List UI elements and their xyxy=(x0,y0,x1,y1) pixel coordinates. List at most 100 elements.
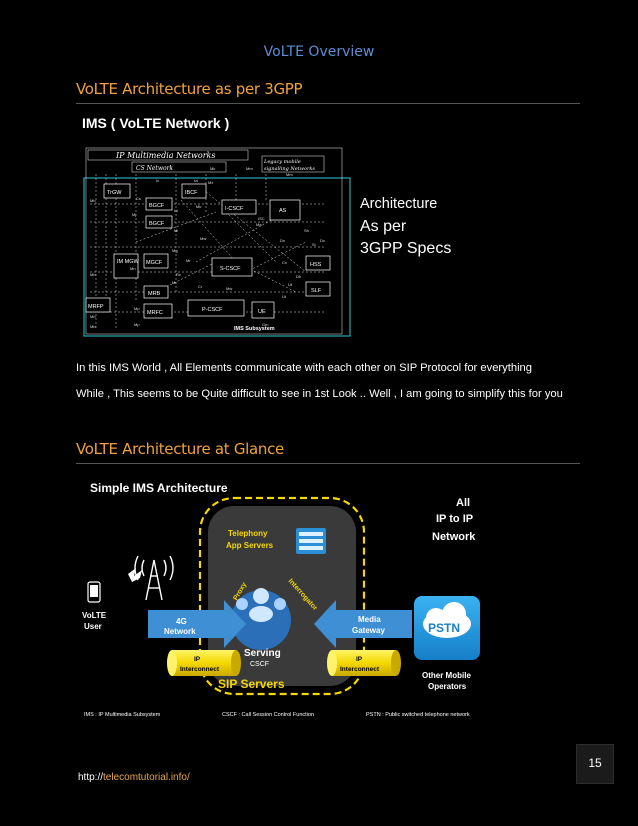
ref-ut-2: Ut xyxy=(288,282,293,287)
ref-mj: Mj xyxy=(132,212,136,217)
legacy-bar xyxy=(261,155,325,173)
ref-cs: Cs xyxy=(136,196,141,201)
ref-mb-3: Mb xyxy=(90,314,96,319)
cscf-label: CSCF xyxy=(250,661,269,668)
legend-cscf: CSCF : Call Session Control Function xyxy=(222,712,314,718)
ims-subsystem-border xyxy=(83,177,351,337)
node-trgw: TrGW xyxy=(107,190,122,196)
node-ue: UE xyxy=(258,309,266,315)
ref-mn: Mn xyxy=(130,266,136,271)
ref-mr-2: Mr xyxy=(186,258,191,263)
ip-interconnect-left xyxy=(167,650,241,676)
ref-mb-2: Mb xyxy=(90,272,96,277)
ref-mm-2: Mm xyxy=(286,172,293,177)
node-scscf: S-CSCF xyxy=(220,266,241,272)
outer-frame xyxy=(85,147,343,335)
page-number: 15 xyxy=(576,744,614,784)
ref-ix: Ix xyxy=(156,178,159,183)
volte-user-label-1: VoLTE xyxy=(82,611,107,620)
ref-sh: Sh xyxy=(304,228,309,233)
section-heading-architecture-3gpp: VoLTE Architecture as per 3GPP xyxy=(76,80,580,104)
4g-label-2: Network xyxy=(164,627,196,636)
ims-core-dashed-border xyxy=(198,496,366,696)
node-mrfc: MRFC xyxy=(147,310,163,316)
all-ip-label-3: Network xyxy=(432,531,476,543)
footer-url[interactable]: http://telecomtutorial.info/ xyxy=(78,772,190,783)
ref-mp-2: Mp xyxy=(134,322,140,327)
cs-network-label: CS Network xyxy=(136,165,173,172)
legacy-label-1: Legacy mobile xyxy=(263,159,301,165)
server-rack-icon xyxy=(296,528,326,554)
ref-mr-1: Mr xyxy=(172,280,177,285)
mobile-phone-icon xyxy=(87,581,101,603)
ip-networks-label: IP Multimedia Networks xyxy=(115,151,215,160)
running-header: VoLTE Overview xyxy=(263,44,375,60)
ref-mi: Mi xyxy=(174,228,178,233)
paragraph-sip-everything: In this IMS World , All Elements communi… xyxy=(76,362,532,374)
cloud-icon xyxy=(423,602,471,638)
node-pcscf: P-CSCF xyxy=(202,307,223,313)
signal-wave-icon xyxy=(128,568,142,582)
footer-url-protocol: http:// xyxy=(78,772,104,783)
ims-diagram: IP Multimedia Networks CS Network Legacy… xyxy=(83,147,351,337)
media-gateway-label-2: Gateway xyxy=(352,626,385,635)
ref-si: Si xyxy=(312,242,316,247)
app-servers-label-1: Telephony xyxy=(228,529,268,538)
ref-mg: Mg xyxy=(172,248,178,253)
all-ip-label-2: IP to IP xyxy=(436,513,473,525)
ip-interconnect-right xyxy=(327,650,401,676)
app-servers-label-2: App Servers xyxy=(226,541,274,550)
4g-network-arrow xyxy=(148,600,246,648)
interconnect-left-label-2: Interconnect xyxy=(180,666,220,673)
ref-mw-1: Mw xyxy=(226,286,232,291)
ref-izi: Izi xyxy=(194,178,198,183)
architecture-label: Architecture xyxy=(360,196,438,212)
node-bgcf-2: BGCF xyxy=(149,221,165,227)
footer-url-domain: telecomtutorial.info/ xyxy=(103,772,190,783)
volte-user-label-2: User xyxy=(84,622,102,631)
ref-mb-1: Mb xyxy=(90,198,96,203)
ref-mk-2: Mk xyxy=(196,204,201,209)
ref-mp: Mp xyxy=(134,306,140,311)
interconnect-right-label-1: IP xyxy=(356,656,363,663)
legend-pstn: PSTN : Public switched telephone network xyxy=(366,712,470,718)
simple-ims-diagram: Simple IMS Architecture Telephony App Se… xyxy=(82,481,480,718)
ref-dx: Dx xyxy=(280,238,285,243)
paragraph-simplify: While , This seems to be Quite difficult… xyxy=(76,388,563,400)
ref-ma: Ma xyxy=(256,222,262,227)
ref-ici: Ici xyxy=(174,208,178,213)
ref-mm-1: Mm xyxy=(246,166,253,171)
interconnect-right-label-2: Interconnect xyxy=(340,666,380,673)
sip-servers-label: SIP Servers xyxy=(218,677,285,691)
ref-mx: Mx xyxy=(208,180,213,185)
node-slf: SLF xyxy=(311,288,322,294)
ref-mw-2: Mw xyxy=(200,236,206,241)
serving-label: Serving xyxy=(244,648,281,659)
node-mrfp: MRFP xyxy=(88,304,104,310)
ref-gm: Gm xyxy=(262,322,269,327)
node-mgcf: MGCF xyxy=(146,260,163,266)
ims-architecture-figure: IP Multimedia Networks CS Network Legacy… xyxy=(76,112,580,342)
media-gateway-label-1: Media xyxy=(358,615,381,624)
ref-mb-4: Mb xyxy=(90,324,96,329)
interconnect-left-label-1: IP xyxy=(194,656,201,663)
legend-ims: IMS : IP Multimedia Subsystem xyxy=(84,712,161,718)
ref-dh: Dh xyxy=(296,274,301,279)
ref-cx: Cx xyxy=(282,260,287,265)
ref-rc: Rc xyxy=(176,272,181,277)
ref-isc: ISC xyxy=(258,216,265,221)
cs-network-bar xyxy=(131,161,227,173)
ref-mk-1: Mk xyxy=(210,166,215,171)
ims-figure-title: IMS ( VoLTE Network ) xyxy=(82,115,230,131)
3gpp-specs-label: 3GPP Specs xyxy=(360,240,452,257)
other-ops-label-2: Operators xyxy=(428,682,467,691)
as-per-label: As per xyxy=(360,218,407,235)
node-im-mgw: IM MGW xyxy=(117,259,139,265)
all-ip-label-1: All xyxy=(456,497,470,509)
4g-label-1: 4G xyxy=(176,617,187,626)
ref-cr: Cr xyxy=(198,284,203,289)
simple-ims-figure: Simple IMS Architecture Telephony App Se… xyxy=(76,472,580,722)
ref-dx-2: Dx xyxy=(320,238,325,243)
ref-ut-1: Ut xyxy=(282,294,287,299)
cscf-people-icon xyxy=(231,588,291,650)
